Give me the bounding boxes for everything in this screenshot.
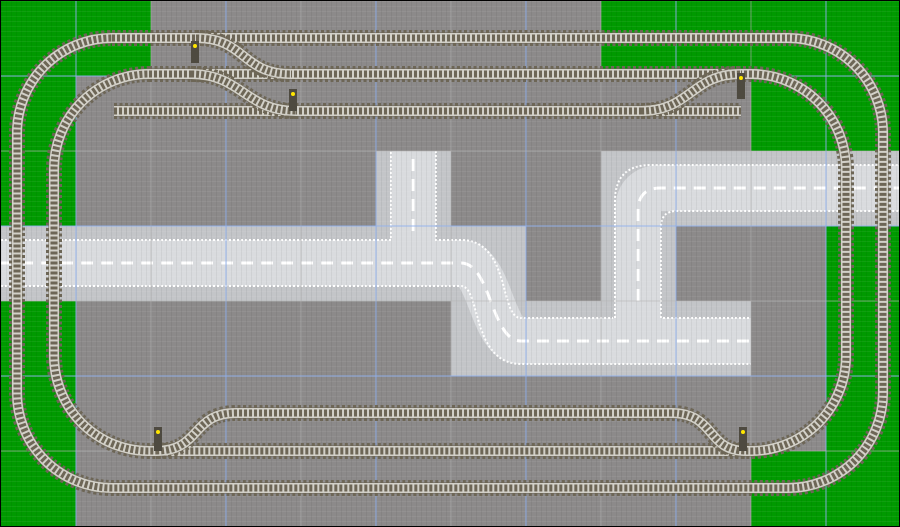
track-section[interactable]	[8, 30, 891, 496]
signal-post	[289, 89, 297, 111]
signal-light-icon	[739, 76, 743, 80]
signal-post	[739, 427, 747, 451]
switch-signal[interactable]	[191, 41, 199, 63]
switch-signal[interactable]	[737, 73, 745, 99]
signals	[154, 41, 747, 451]
train-tracks	[8, 30, 891, 496]
switch-signal[interactable]	[739, 427, 747, 451]
track-section[interactable]	[190, 66, 297, 119]
signal-post	[191, 41, 199, 63]
signal-post	[737, 73, 745, 99]
signal-light-icon	[156, 430, 160, 434]
track-section[interactable]	[155, 405, 747, 459]
track-section[interactable]	[640, 66, 742, 119]
track-section[interactable]	[195, 30, 292, 82]
track-section[interactable]	[46, 66, 854, 459]
switch-signal[interactable]	[154, 427, 162, 451]
signal-light-icon	[741, 430, 745, 434]
signal-light-icon	[193, 44, 197, 48]
signal-post	[154, 427, 162, 451]
switch-signal[interactable]	[289, 89, 297, 111]
signal-light-icon	[291, 92, 295, 96]
